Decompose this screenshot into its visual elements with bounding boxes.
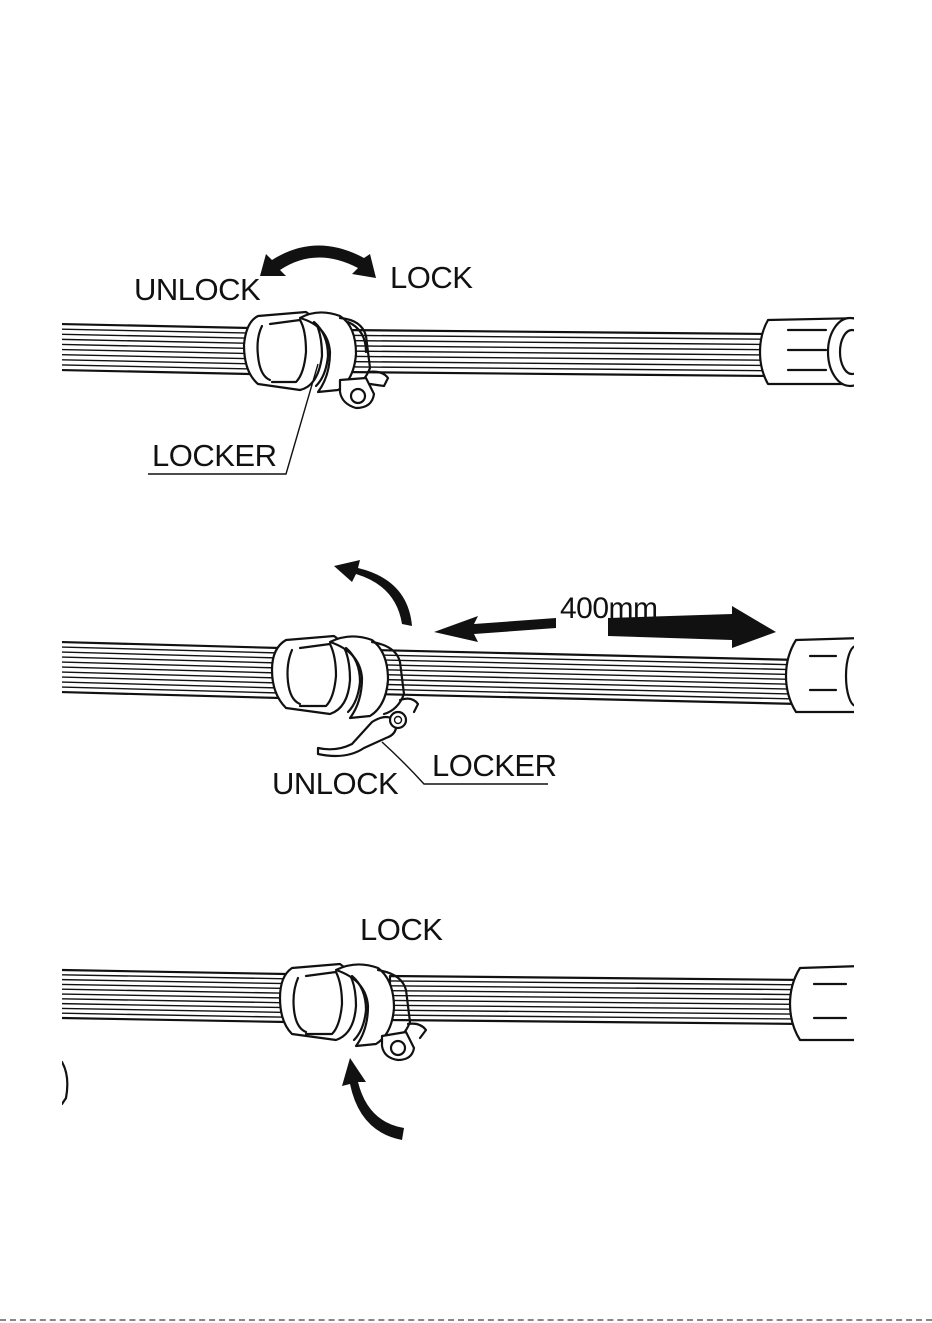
step3-lock-rotate-arrow	[342, 1058, 404, 1140]
step2-unlock-rotate-arrow	[334, 560, 412, 626]
step3-end-cap	[790, 966, 862, 1040]
step3-handle-sketch	[62, 1062, 67, 1104]
step1-rotate-arrow	[260, 245, 376, 278]
step3-right-tube	[390, 976, 806, 1024]
step1-right-tube	[340, 330, 770, 376]
step2-left-tube	[60, 642, 280, 698]
step3-left-tube	[60, 970, 286, 1022]
step1-unlock-label: UNLOCK	[134, 272, 261, 307]
step2-length-label: 400mm	[560, 592, 658, 625]
step2-end-cap	[786, 638, 866, 712]
step1-lock-label: LOCK	[390, 260, 473, 295]
step1-end-cap	[760, 318, 872, 386]
step2-locker-collar	[272, 636, 418, 756]
step3-lock-label: LOCK	[360, 912, 443, 947]
step2-unlock-label: UNLOCK	[272, 766, 399, 801]
page-bottom-border	[0, 1319, 932, 1321]
step1-locker-label: LOCKER	[152, 438, 276, 473]
step2-right-tube	[374, 650, 800, 704]
step3-illustration	[60, 964, 862, 1140]
step2-locker-label: LOCKER	[432, 748, 556, 783]
step1-left-tube	[60, 324, 250, 374]
